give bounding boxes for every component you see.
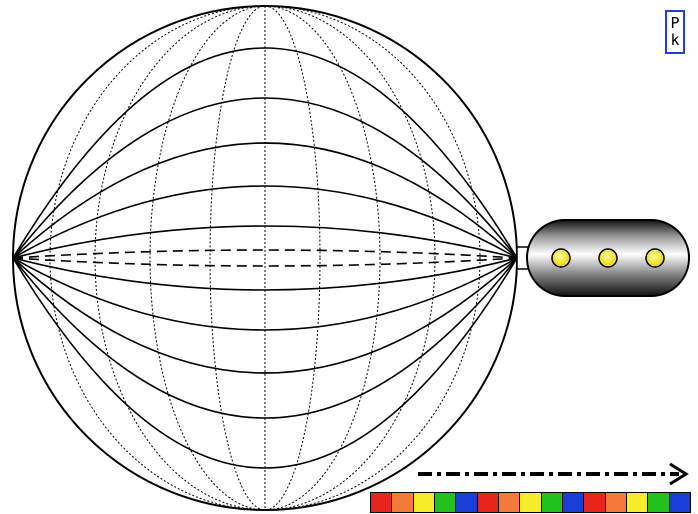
dash-dot-arrow xyxy=(418,464,686,484)
color-strip xyxy=(370,492,691,513)
color-cell xyxy=(435,493,456,512)
color-cell xyxy=(648,493,669,512)
color-cell xyxy=(478,493,499,512)
color-cell xyxy=(542,493,563,512)
color-cell xyxy=(414,493,435,512)
color-cell xyxy=(499,493,520,512)
color-cell xyxy=(520,493,541,512)
capsule-ship[interactable] xyxy=(517,220,689,296)
color-cell xyxy=(371,493,392,512)
wireframe-sphere xyxy=(13,6,517,510)
pk-badge-letter-p: P xyxy=(670,15,679,32)
sphere-meridians xyxy=(50,6,480,510)
color-cell xyxy=(563,493,584,512)
color-cell xyxy=(584,493,605,512)
pk-badge[interactable]: P k xyxy=(665,10,685,54)
color-cell xyxy=(606,493,627,512)
sphere-latitude xyxy=(13,143,517,258)
color-cell xyxy=(392,493,413,512)
color-cell xyxy=(456,493,477,512)
pod-light-icon xyxy=(552,249,570,267)
color-cell xyxy=(670,493,690,512)
pod-light-icon xyxy=(646,249,664,267)
pod-light-icon xyxy=(599,249,617,267)
pk-badge-letter-k: k xyxy=(670,32,679,49)
color-cell xyxy=(627,493,648,512)
